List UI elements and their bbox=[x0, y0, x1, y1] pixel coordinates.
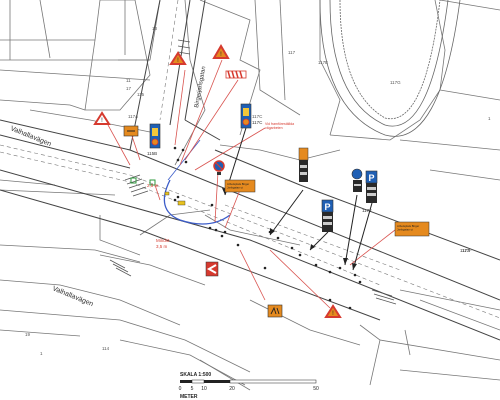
note-text-right: Arbetsplats Birger Jarlsgatan ut bbox=[397, 224, 420, 232]
street-label-valhallavagen-lower: Valhallavägen bbox=[51, 285, 94, 308]
scale-tick-label: 0 bbox=[179, 386, 182, 392]
sign-id-label: 1173 bbox=[460, 248, 470, 253]
sign-id-label: 115B bbox=[147, 151, 157, 156]
note-text-mid: Arbetsplats Birger Jarlsgatan ut bbox=[227, 182, 250, 190]
barrier-board bbox=[225, 70, 247, 79]
blue-info-sign-left bbox=[149, 123, 161, 149]
yellow-markers bbox=[164, 191, 186, 206]
warning-sign-top: ! bbox=[169, 51, 187, 65]
note-box-right bbox=[394, 221, 430, 237]
svg-text:!: ! bbox=[220, 52, 222, 58]
building-number: 1 bbox=[40, 351, 43, 356]
svg-text:P: P bbox=[368, 173, 374, 183]
note-text-left: Vid framföreställda vägarbeten bbox=[265, 122, 295, 130]
roadwork-sign bbox=[267, 304, 283, 318]
svg-text:P: P bbox=[324, 202, 330, 212]
building-number: 117C bbox=[252, 114, 263, 119]
measurement-upper: 2,5 m bbox=[147, 183, 159, 188]
note-text-left-line: Vid framföreställda bbox=[265, 122, 294, 126]
note-text-right-line: Jarlsgatan ut bbox=[397, 228, 413, 232]
blue-info-sign-right bbox=[240, 103, 252, 129]
note-box-left bbox=[224, 179, 256, 193]
pointer-lines bbox=[224, 127, 373, 271]
building-number: 117F bbox=[462, 248, 472, 253]
warning-sign-bottom: ! bbox=[324, 304, 342, 318]
building-number: 11 bbox=[126, 78, 131, 83]
note-text-right-line: Arbetsplats Birger bbox=[397, 224, 419, 228]
scale-title: SKALA 1:500 bbox=[180, 372, 211, 378]
scale-unit: METER bbox=[180, 394, 198, 400]
warning-sign-top-right: ! bbox=[212, 44, 230, 59]
note-text-mid-line: Jarlsgatan ut bbox=[227, 186, 243, 190]
parking-sign-mid: P bbox=[321, 199, 334, 232]
building-number: 117 bbox=[288, 50, 296, 55]
warning-sign-left: ! bbox=[93, 111, 111, 125]
work-zone-edge bbox=[167, 139, 201, 181]
building-number: 19 bbox=[25, 332, 31, 337]
svg-text:!: ! bbox=[101, 118, 103, 124]
building-number: 117E bbox=[318, 60, 328, 65]
note-text-left-line: vägarbeten bbox=[265, 126, 283, 130]
building-number: 117A bbox=[128, 114, 138, 119]
orange-sign-left bbox=[123, 125, 139, 137]
building-number: 115 bbox=[137, 92, 145, 97]
scale-tick-label: 20 bbox=[229, 386, 235, 392]
scale-tick-label: 50 bbox=[313, 386, 319, 392]
building-number: 117G bbox=[390, 80, 401, 85]
scale-tick-label: 10 bbox=[201, 386, 207, 392]
building-number: 17 bbox=[126, 86, 132, 91]
sign-id-label: 1172 bbox=[362, 208, 372, 213]
scale-bar: SKALA 1:500 0 5 10 20 50 METER bbox=[179, 372, 319, 400]
cone-markers bbox=[173, 146, 362, 310]
no-stopping-sign bbox=[213, 160, 225, 175]
chevron-sign bbox=[205, 261, 219, 277]
measurement-lower-line1: Mindst bbox=[156, 238, 170, 243]
lane-markings bbox=[0, 0, 500, 319]
street-label-valhallavagen-upper: Valhallavägen bbox=[9, 125, 52, 148]
parking-sign-right: P bbox=[365, 170, 378, 203]
svg-text:!: ! bbox=[332, 311, 334, 317]
building-number: 13 bbox=[152, 26, 158, 31]
pointer-arrowheads bbox=[222, 188, 357, 270]
roads bbox=[0, 0, 500, 341]
green-markers bbox=[130, 177, 156, 186]
work-zone-curve bbox=[163, 179, 231, 225]
note-text-mid-line: Arbetsplats Birger bbox=[227, 182, 249, 186]
building-number: 1 bbox=[488, 116, 491, 121]
sign-post-a bbox=[298, 147, 309, 182]
svg-text:!: ! bbox=[177, 58, 179, 64]
building-number: 114 bbox=[102, 346, 110, 351]
scale-tick-label: 5 bbox=[191, 386, 194, 392]
measurement-lower-line2: 3,5 m bbox=[156, 244, 168, 249]
sign-id-label: 117C bbox=[252, 120, 263, 125]
info-sign-round bbox=[351, 168, 363, 192]
building-outlines bbox=[0, 0, 500, 391]
stadium-arcs bbox=[319, 0, 461, 137]
